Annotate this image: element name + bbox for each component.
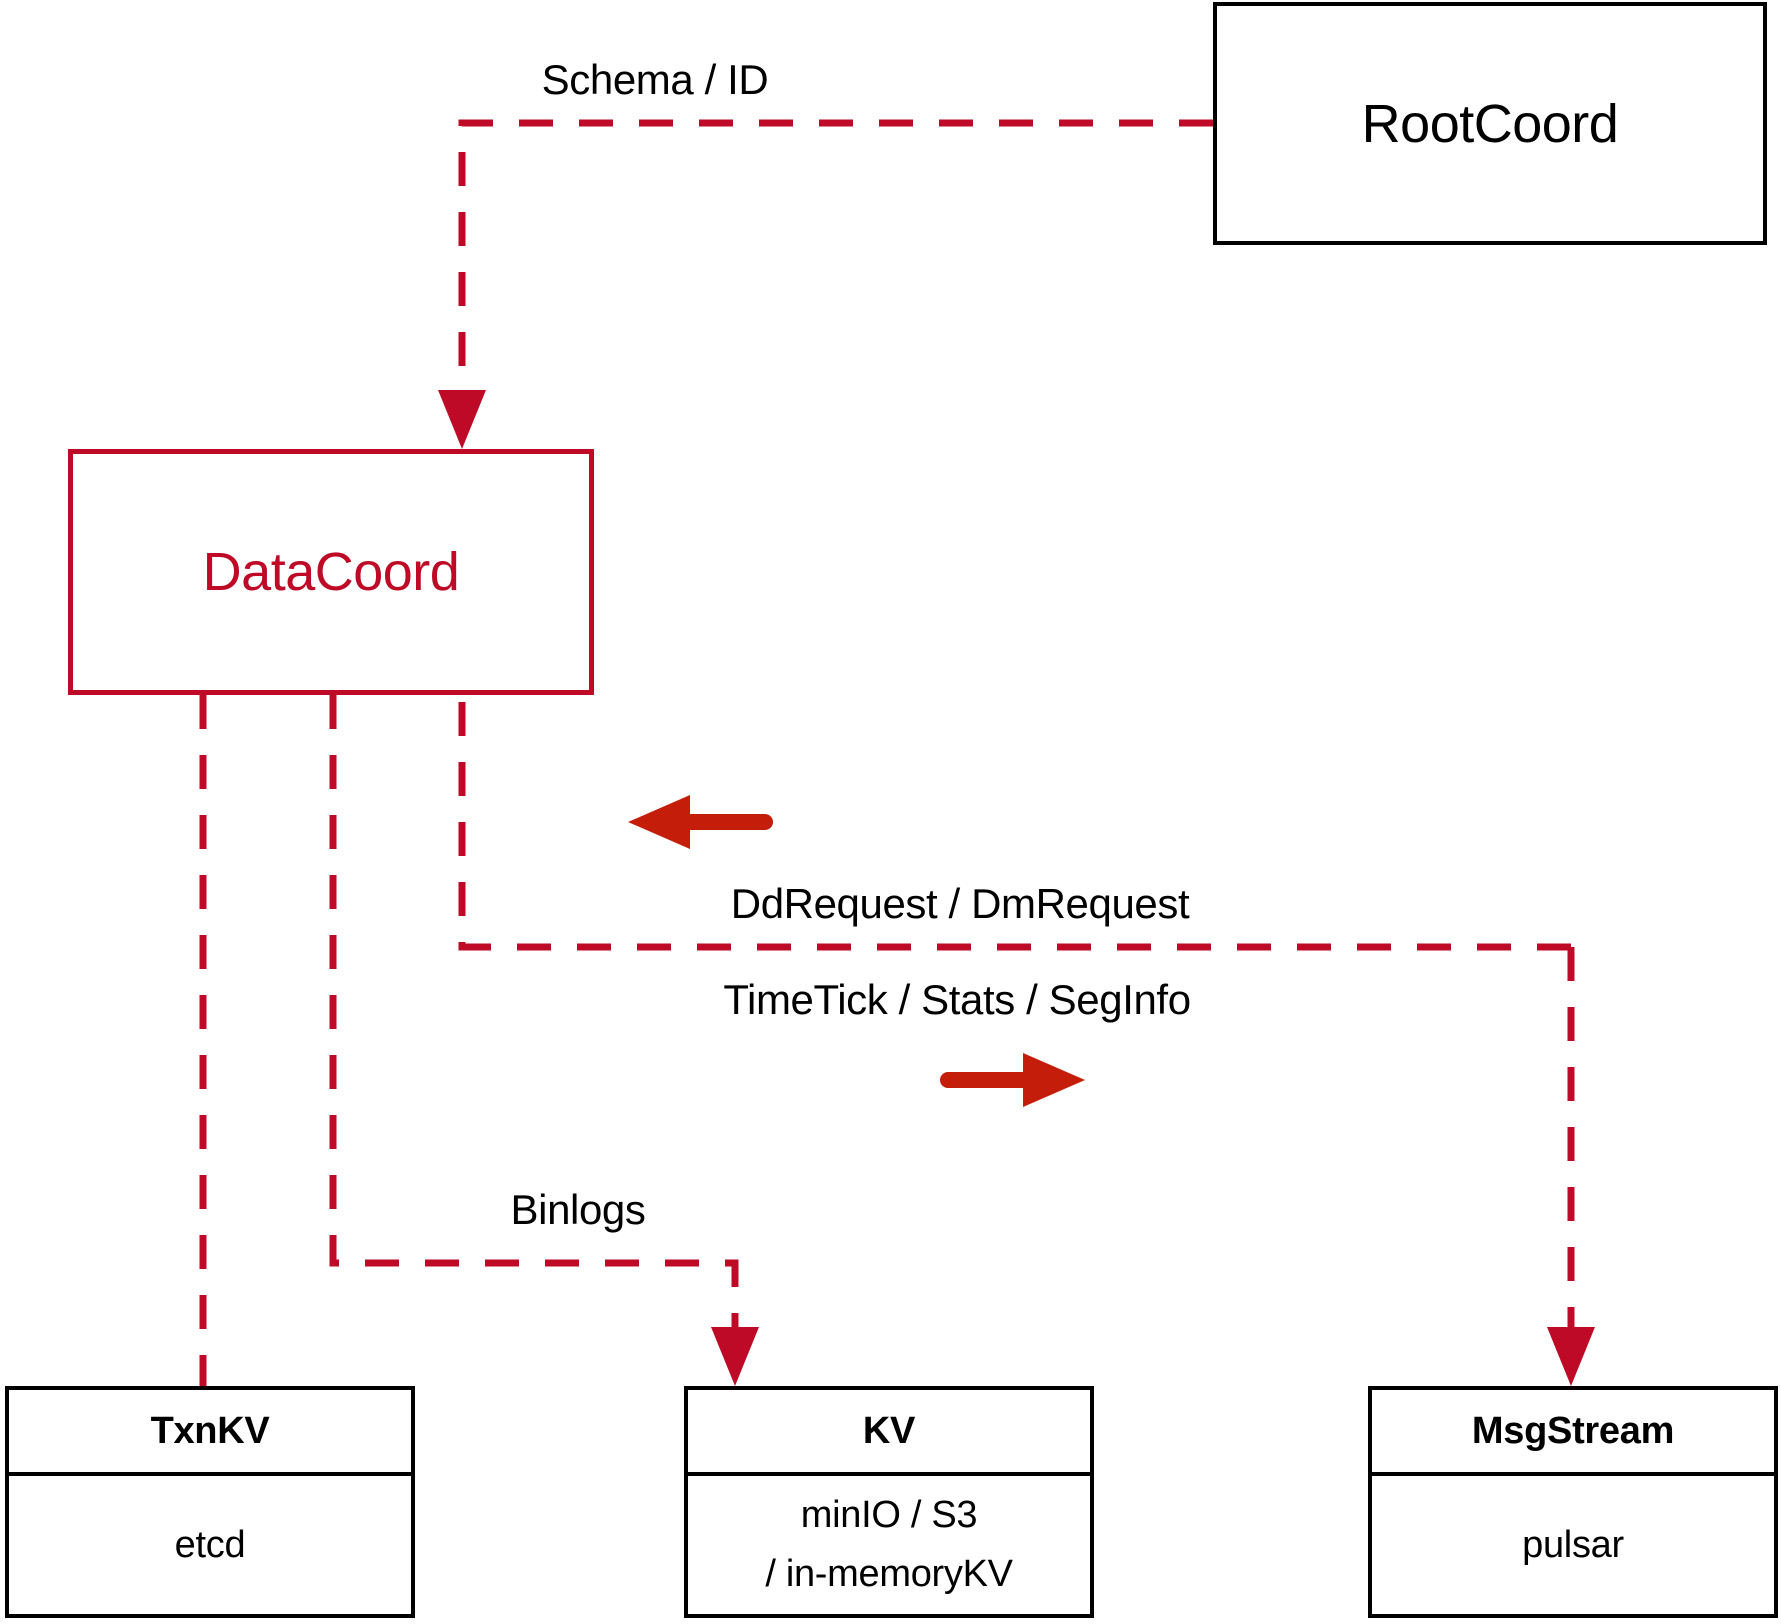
edge-binlogs-arrowhead <box>711 1327 759 1386</box>
node-rootcoord[interactable]: RootCoord <box>1213 2 1767 245</box>
node-txnkv-detail-line-1: etcd <box>174 1523 246 1566</box>
edge-label-binlogs: Binlogs <box>510 1186 646 1233</box>
node-rootcoord-label: RootCoord <box>1361 93 1619 154</box>
node-txnkv-title: TxnKV <box>9 1390 411 1476</box>
node-kv-detail-line-1: minIO / S3 <box>800 1494 978 1537</box>
node-kv-detail: minIO / S3 / in-memoryKV <box>688 1476 1090 1614</box>
edge-binlogs-path <box>329 695 739 1342</box>
edge-schema-id-path <box>458 119 1213 404</box>
node-txnkv[interactable]: TxnKV etcd <box>5 1386 415 1618</box>
edge-timetick-arrowhead <box>1547 1327 1595 1386</box>
node-kv-title: KV <box>688 1390 1090 1476</box>
edge-label-timetick-stats-seginfo: TimeTick / Stats / SegInfo <box>723 976 1191 1023</box>
node-kv[interactable]: KV minIO / S3 / in-memoryKV <box>684 1386 1094 1618</box>
edge-schema-id-arrowhead <box>438 390 486 449</box>
node-txnkv-detail: etcd <box>9 1476 411 1614</box>
node-msgstream-title: MsgStream <box>1372 1390 1774 1476</box>
node-datacoord-label: DataCoord <box>202 542 460 602</box>
edge-label-dd-dm-request: DdRequest / DmRequest <box>730 880 1190 927</box>
edge-label-schema-id: Schema / ID <box>541 56 769 103</box>
direction-arrow-right <box>940 1053 1085 1107</box>
node-kv-detail-line-2: / in-memoryKV <box>765 1553 1013 1595</box>
node-msgstream-detail-line-1: pulsar <box>1522 1523 1624 1566</box>
direction-arrow-left <box>628 795 773 849</box>
node-msgstream-detail: pulsar <box>1372 1476 1774 1614</box>
node-datacoord[interactable]: DataCoord <box>68 449 594 695</box>
node-msgstream[interactable]: MsgStream pulsar <box>1368 1386 1778 1618</box>
